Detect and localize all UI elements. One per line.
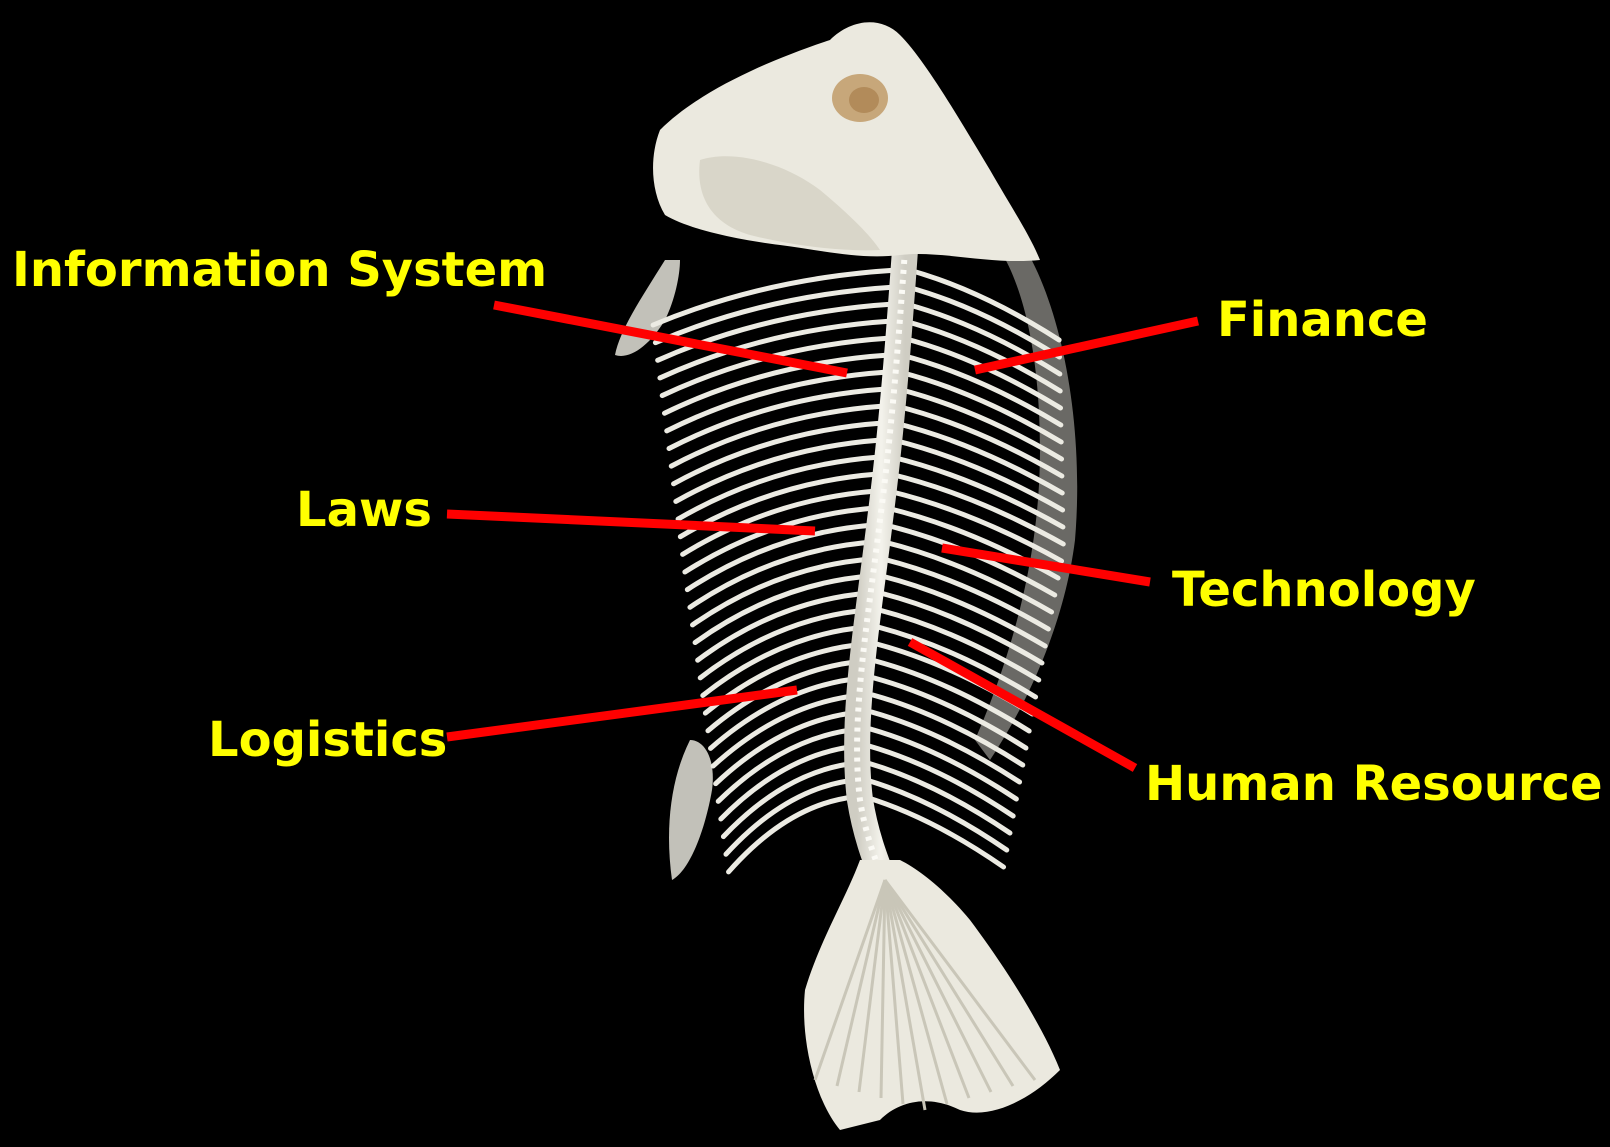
pointer-logistics (447, 690, 797, 737)
fish-head (653, 22, 1040, 261)
label-technology: Technology (1172, 566, 1476, 614)
pointer-lines (447, 305, 1198, 768)
label-laws: Laws (296, 486, 432, 534)
label-human-resource: Human Resource (1145, 760, 1603, 808)
rib-left-0 (653, 270, 897, 325)
pelvic-fin (669, 740, 713, 880)
caudal-fin (804, 860, 1060, 1130)
fish-tail (804, 860, 1060, 1130)
label-logistics: Logistics (208, 716, 447, 764)
label-information-system: Information System (12, 246, 547, 294)
label-finance: Finance (1217, 296, 1428, 344)
rib-left-1 (655, 287, 895, 343)
eye-socket-inner (849, 87, 879, 113)
rib-left-2 (658, 304, 894, 360)
